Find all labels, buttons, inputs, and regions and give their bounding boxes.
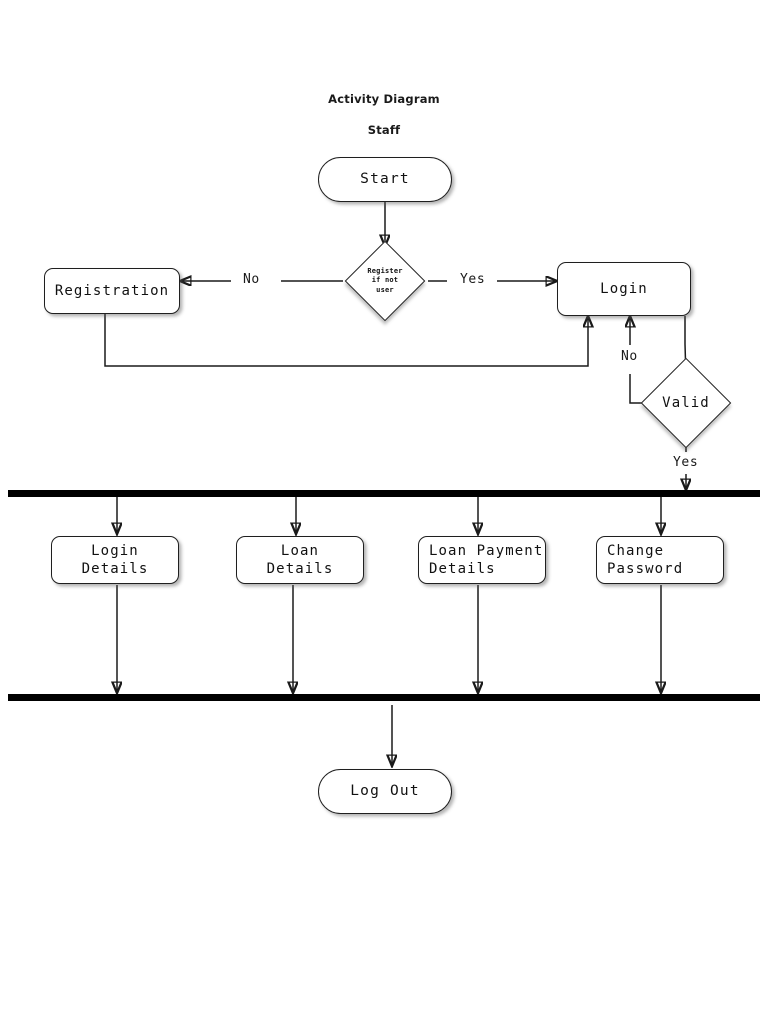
node-log-out[interactable]: Log Out bbox=[318, 769, 452, 814]
node-login-details-label: Login Details bbox=[81, 542, 149, 577]
node-loan-details[interactable]: Loan Details bbox=[236, 536, 364, 584]
node-change-password[interactable]: Change Password bbox=[596, 536, 724, 584]
decision-valid[interactable]: Valid bbox=[640, 357, 732, 449]
node-login-details[interactable]: Login Details bbox=[51, 536, 179, 584]
join-bar bbox=[8, 694, 760, 701]
node-login[interactable]: Login bbox=[557, 262, 691, 316]
node-start[interactable]: Start bbox=[318, 157, 452, 202]
edge-label-register-yes: Yes bbox=[455, 272, 491, 287]
node-loan-payment-details[interactable]: Loan Payment Details bbox=[418, 536, 546, 584]
fork-bar bbox=[8, 490, 760, 497]
edge-label-register-no: No bbox=[238, 272, 265, 287]
decision-valid-label: Valid bbox=[662, 394, 710, 411]
decision-register-label: Register if not user bbox=[367, 267, 403, 294]
node-log-out-label: Log Out bbox=[350, 782, 420, 799]
node-registration[interactable]: Registration bbox=[44, 268, 180, 314]
node-start-label: Start bbox=[360, 170, 410, 187]
edge-registration-loop-to-login bbox=[104, 314, 588, 367]
node-change-password-label: Change Password bbox=[607, 542, 684, 577]
node-registration-label: Registration bbox=[54, 282, 170, 299]
edge-label-valid-yes: Yes bbox=[668, 455, 704, 470]
page-title: Activity Diagram bbox=[328, 92, 440, 106]
node-loan-details-label: Loan Details bbox=[266, 542, 334, 577]
edge-label-valid-no: No bbox=[616, 349, 643, 364]
node-loan-payment-details-label: Loan Payment Details bbox=[429, 542, 544, 577]
page-subtitle: Staff bbox=[367, 123, 401, 137]
node-login-label: Login bbox=[600, 280, 648, 297]
decision-register-if-not-user[interactable]: Register if not user bbox=[340, 240, 430, 322]
